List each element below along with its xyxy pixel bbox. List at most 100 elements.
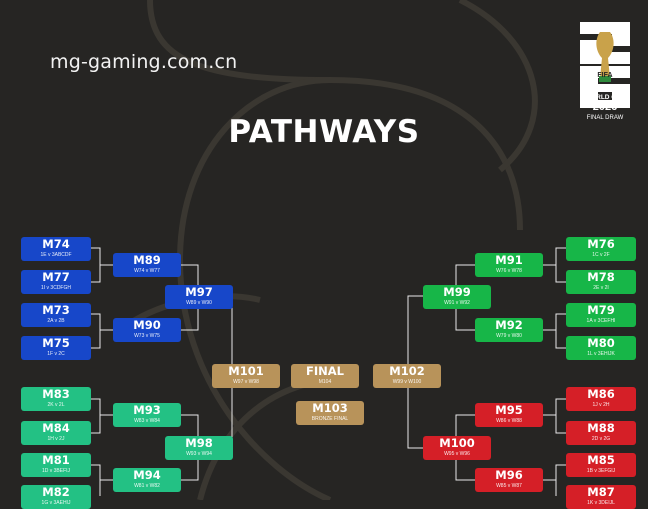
match-pairing: 1I v 3CDFGH [40,284,71,291]
match-pairing: 1E v 3ABCDF [40,251,72,258]
match-pairing: 1A v 3CEFHI [586,317,616,324]
match-m77[interactable]: M77 1I v 3CDFGH [21,270,91,294]
match-code: M90 [133,318,161,332]
match-code: M75 [42,336,70,350]
match-pairing: W95 v W96 [444,450,470,457]
match-pairing: W86 v W88 [496,417,522,424]
match-pairing: W97 v W98 [233,378,259,385]
match-m78[interactable]: M78 2E v 2I [566,270,636,294]
match-code: M95 [495,403,523,417]
match-m75[interactable]: M75 1F v 2C [21,336,91,360]
watermark: mg-gaming.com.cn [50,51,238,73]
match-code: M82 [42,485,70,499]
match-pairing: 2E v 2I [593,284,609,291]
logo-fifa: FIFA [597,72,613,79]
match-pairing: 2K v 2L [47,401,65,408]
match-pairing: BRONZE FINAL [311,415,349,422]
match-m102[interactable]: M102 W99 v W100 [373,364,441,388]
match-code: M81 [42,453,70,467]
match-code: M73 [42,303,70,317]
match-m92[interactable]: M92 W79 v W80 [475,318,543,342]
match-m90[interactable]: M90 W73 v W75 [113,318,181,342]
match-m74[interactable]: M74 1E v 3ABCDF [21,237,91,261]
match-code: M99 [443,285,471,299]
page-title: PATHWAYS [228,114,420,150]
match-pairing: W76 v W78 [496,267,522,274]
match-code: M101 [228,364,264,378]
match-m95[interactable]: M95 W86 v W88 [475,403,543,427]
match-m85[interactable]: M85 1B v 3EFGIJ [566,453,636,477]
match-pairing: 2A v 2B [47,317,65,324]
match-m88[interactable]: M88 2D v 2G [566,421,636,445]
match-pairing: 1D v 3BEFIJ [41,467,71,474]
match-code: M93 [133,403,161,417]
match-pairing: 1H v 2J [47,435,65,442]
logo-final-draw: FINAL DRAW [586,115,624,121]
match-pairing: 1L v 3EHIJK [587,350,615,357]
match-code: FINAL [306,364,344,378]
match-code: M88 [587,421,615,435]
match-m73[interactable]: M73 2A v 2B [21,303,91,327]
match-pairing: W73 v W75 [134,332,160,339]
match-m91[interactable]: M91 W76 v W78 [475,253,543,277]
match-m101[interactable]: M101 W97 v W98 [212,364,280,388]
match-pairing: 1C v 2F [592,251,610,258]
match-m86[interactable]: M86 1J v 2H [566,387,636,411]
match-m103[interactable]: M103 BRONZE FINAL [296,401,364,425]
match-pairing: 1K v 3DEIJL [587,499,615,506]
match-code: M85 [587,453,615,467]
match-code: M102 [389,364,425,378]
match-code: M86 [587,387,615,401]
match-pairing: M104 [318,378,332,385]
match-m87[interactable]: M87 1K v 3DEIJL [566,485,636,509]
match-m80[interactable]: M80 1L v 3EHIJK [566,336,636,360]
match-pairing: W85 v W87 [496,482,522,489]
match-code: M100 [439,436,475,450]
match-m94[interactable]: M94 W81 v W82 [113,468,181,492]
match-m83[interactable]: M83 2K v 2L [21,387,91,411]
match-code: M96 [495,468,523,482]
match-pairing: W81 v W82 [134,482,160,489]
match-pairing: 2D v 2G [591,435,611,442]
match-code: M78 [587,270,615,284]
match-code: M77 [42,270,70,284]
match-code: M83 [42,387,70,401]
match-code: M91 [495,253,523,267]
match-pairing: 1J v 2H [592,401,610,408]
match-code: M94 [133,468,161,482]
match-pairing: 1B v 3EFGIJ [586,467,616,474]
match-pairing: W74 v W77 [134,267,160,274]
match-pairing: W89 v W90 [186,299,212,306]
match-pairing: W79 v W80 [496,332,522,339]
match-pairing: W91 v W92 [444,299,470,306]
match-code: M80 [587,336,615,350]
match-pairing: 1G v 3AEHIJ [41,499,71,506]
match-m98[interactable]: M98 W93 v W94 [165,436,233,460]
match-code: M89 [133,253,161,267]
match-m99[interactable]: M99 W91 v W92 [423,285,491,309]
match-m96[interactable]: M96 W85 v W87 [475,468,543,492]
match-pairing: W83 v W84 [134,417,160,424]
match-code: M87 [587,485,615,499]
match-pairing: 1F v 2C [47,350,65,357]
logo-year: 2026 [592,101,618,113]
match-m97[interactable]: M97 W89 v W90 [165,285,233,309]
match-code: M74 [42,237,70,251]
match-code: M76 [587,237,615,251]
match-code: M84 [42,421,70,435]
match-m81[interactable]: M81 1D v 3BEFIJ [21,453,91,477]
match-code: M79 [587,303,615,317]
match-code: M103 [312,401,348,415]
match-m76[interactable]: M76 1C v 2F [566,237,636,261]
match-final[interactable]: FINAL M104 [291,364,359,388]
match-m84[interactable]: M84 1H v 2J [21,421,91,445]
match-m82[interactable]: M82 1G v 3AEHIJ [21,485,91,509]
logo-world-cup: WORLD CUP [584,94,626,101]
match-m100[interactable]: M100 W95 v W96 [423,436,491,460]
match-m79[interactable]: M79 1A v 3CEFHI [566,303,636,327]
match-m89[interactable]: M89 W74 v W77 [113,253,181,277]
match-m93[interactable]: M93 W83 v W84 [113,403,181,427]
match-code: M92 [495,318,523,332]
world-cup-logo-icon [580,22,630,108]
